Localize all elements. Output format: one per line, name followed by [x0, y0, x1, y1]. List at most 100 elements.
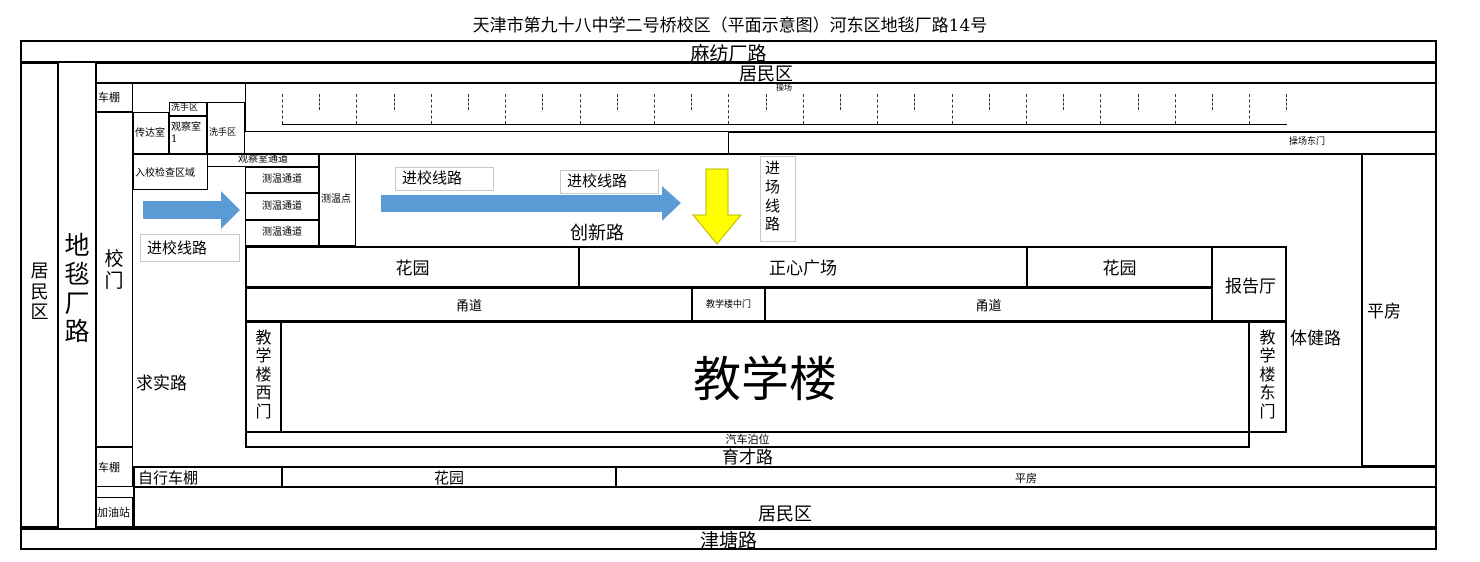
- playground-east-gate-label: 操场东门: [1289, 137, 1326, 147]
- garden-right-label: 花园: [1102, 259, 1137, 279]
- playground-tick-mark: [840, 94, 841, 110]
- playground-tick-mark: [951, 94, 953, 124]
- route-callout-4-text: 进场线路: [765, 159, 781, 234]
- road-jintang-label: 津塘路: [699, 530, 757, 552]
- playground-tick-mark: [282, 94, 283, 124]
- route-callout-1: 进校线路: [140, 234, 240, 262]
- school-gate-label: 校门: [96, 248, 132, 293]
- school-gate-text: 校门: [104, 248, 124, 292]
- observation-corridor-label: 观察室通道: [238, 154, 288, 165]
- bicycle-shed-label: 自行车棚: [138, 469, 199, 487]
- road-mafang-label: 麻纺厂路: [690, 43, 767, 65]
- entry-check-area-label: 入校检查区域: [135, 168, 195, 179]
- innovation-road-top-edge: [245, 153, 1437, 155]
- observation-room: 观察室1: [169, 116, 207, 154]
- road-ditan: 地毯厂路: [60, 231, 94, 347]
- teaching-east-gate-label: 教学楼东门: [1250, 328, 1285, 421]
- bike-shed-bottom-label: 车棚: [98, 461, 120, 474]
- playground-tick-mark: [988, 94, 990, 110]
- guard-room: 传达室: [133, 112, 169, 154]
- garden-left-label: 花园: [395, 259, 430, 279]
- residential-left-text: 居民区: [30, 261, 49, 324]
- route-callout-4: 进场线路: [760, 156, 796, 242]
- bike-shed-top: 车棚: [95, 82, 133, 112]
- walkway-right-label: 甬道: [975, 299, 1002, 314]
- teaching-east-gate: 教学楼东门: [1248, 321, 1287, 433]
- playground-tick-mark: [802, 94, 804, 124]
- teaching-east-gate-text: 教学楼东门: [1259, 328, 1276, 421]
- playground-tick-mark: [616, 94, 618, 110]
- car-parking-label: 汽车泊位: [725, 433, 770, 446]
- road-jintang: 津塘路: [20, 528, 1437, 552]
- entry-check-area: 入校检查区域: [133, 154, 208, 190]
- road-tijian: 体健路: [1290, 329, 1341, 349]
- entry-arrow-middle: [381, 186, 681, 221]
- residential-left-label: 居民区: [22, 261, 57, 324]
- teaching-building-label: 教学楼: [692, 352, 837, 408]
- road-chuangxin: 创新路: [570, 223, 624, 244]
- playground-tick-mark: [1063, 94, 1065, 110]
- playground-tick-mark: [1249, 94, 1251, 124]
- playground-tick-mark: [393, 94, 395, 110]
- residential-left: 居民区: [20, 62, 59, 528]
- temp-lane-2-label: 测温通道: [262, 201, 302, 212]
- playground-tick-mark: [1286, 94, 1288, 110]
- playground-tick-mark: [691, 94, 693, 110]
- road-yucai: 育才路: [722, 448, 773, 468]
- residential-bottom: 居民区: [133, 486, 1437, 528]
- teaching-middle-gate-label: 教学楼中门: [705, 300, 751, 310]
- playground-tick-mark: [505, 94, 507, 124]
- playground-tick-mark: [877, 94, 879, 124]
- wash-area-2-label: 洗手区: [209, 128, 237, 138]
- lecture-hall-label: 报告厅: [1225, 277, 1276, 297]
- gas-station: 加油站: [95, 497, 133, 528]
- temp-lane-2: 测温通道: [245, 193, 319, 220]
- playground-tick-mark: [1137, 94, 1139, 110]
- road-ditan-label: 地毯厂路: [64, 231, 90, 347]
- wash-area-2: 洗手区: [207, 102, 245, 154]
- playground-tick-mark: [579, 94, 581, 124]
- gas-station-label: 加油站: [97, 506, 130, 519]
- bungalow-bottom-label: 平房: [1015, 472, 1037, 485]
- route-callout-2: 进校线路: [395, 167, 494, 191]
- school-gate: 校门: [95, 112, 133, 447]
- guard-room-label: 传达室: [135, 128, 165, 139]
- temp-lane-1: 测温通道: [245, 167, 319, 193]
- playground-tick-mark: [542, 94, 544, 110]
- playground-tick-mark: [914, 94, 916, 110]
- playground-tick-mark: [1174, 94, 1176, 124]
- bike-shed-top-label: 车棚: [98, 91, 120, 104]
- car-parking: 汽车泊位: [245, 431, 1250, 448]
- road-qiushi: 求实路: [136, 374, 187, 394]
- playground-tick-mark: [356, 94, 358, 124]
- temp-check-point-label: 测温点: [321, 194, 351, 205]
- playground-tick-mark: [1100, 94, 1102, 124]
- playground-tick-mark: [319, 94, 321, 110]
- zhengxin-square-label: 正心广场: [769, 259, 837, 279]
- playground-track-line: [282, 124, 1287, 125]
- playground-tick-mark: [765, 94, 767, 110]
- teaching-west-gate-label: 教学楼西门: [247, 328, 280, 421]
- entry-arrow-left: [143, 191, 240, 229]
- wash-area-1: 洗手区: [169, 102, 207, 116]
- residential-bottom-label: 居民区: [758, 504, 812, 525]
- temp-lane-3-label: 测温通道: [262, 227, 302, 238]
- playground-tick-mark: [468, 94, 469, 110]
- page-title: 天津市第九十八中学二号桥校区（平面示意图）河东区地毯厂路14号: [472, 16, 988, 36]
- playground: 操场: [245, 82, 1437, 132]
- playground-label: 操场: [776, 83, 792, 92]
- playground-tick-mark: [728, 94, 730, 124]
- temp-lane-1-label: 测温通道: [262, 174, 302, 185]
- playground-tick-mark: [654, 94, 655, 124]
- temp-lane-3: 测温通道: [245, 220, 319, 246]
- observation-room-label: 观察室1: [171, 122, 201, 145]
- walkway-left-label: 甬道: [455, 299, 482, 314]
- playground-tick-mark: [1212, 94, 1213, 110]
- route-callout-3: 进校线路: [560, 170, 659, 194]
- venue-arrow-down: [691, 168, 743, 245]
- playground-tick-mark: [430, 94, 432, 124]
- bike-shed-bottom: 车棚: [95, 447, 133, 487]
- bungalow-right-label: 平房: [1367, 302, 1401, 322]
- playground-tick-mark: [1026, 94, 1027, 124]
